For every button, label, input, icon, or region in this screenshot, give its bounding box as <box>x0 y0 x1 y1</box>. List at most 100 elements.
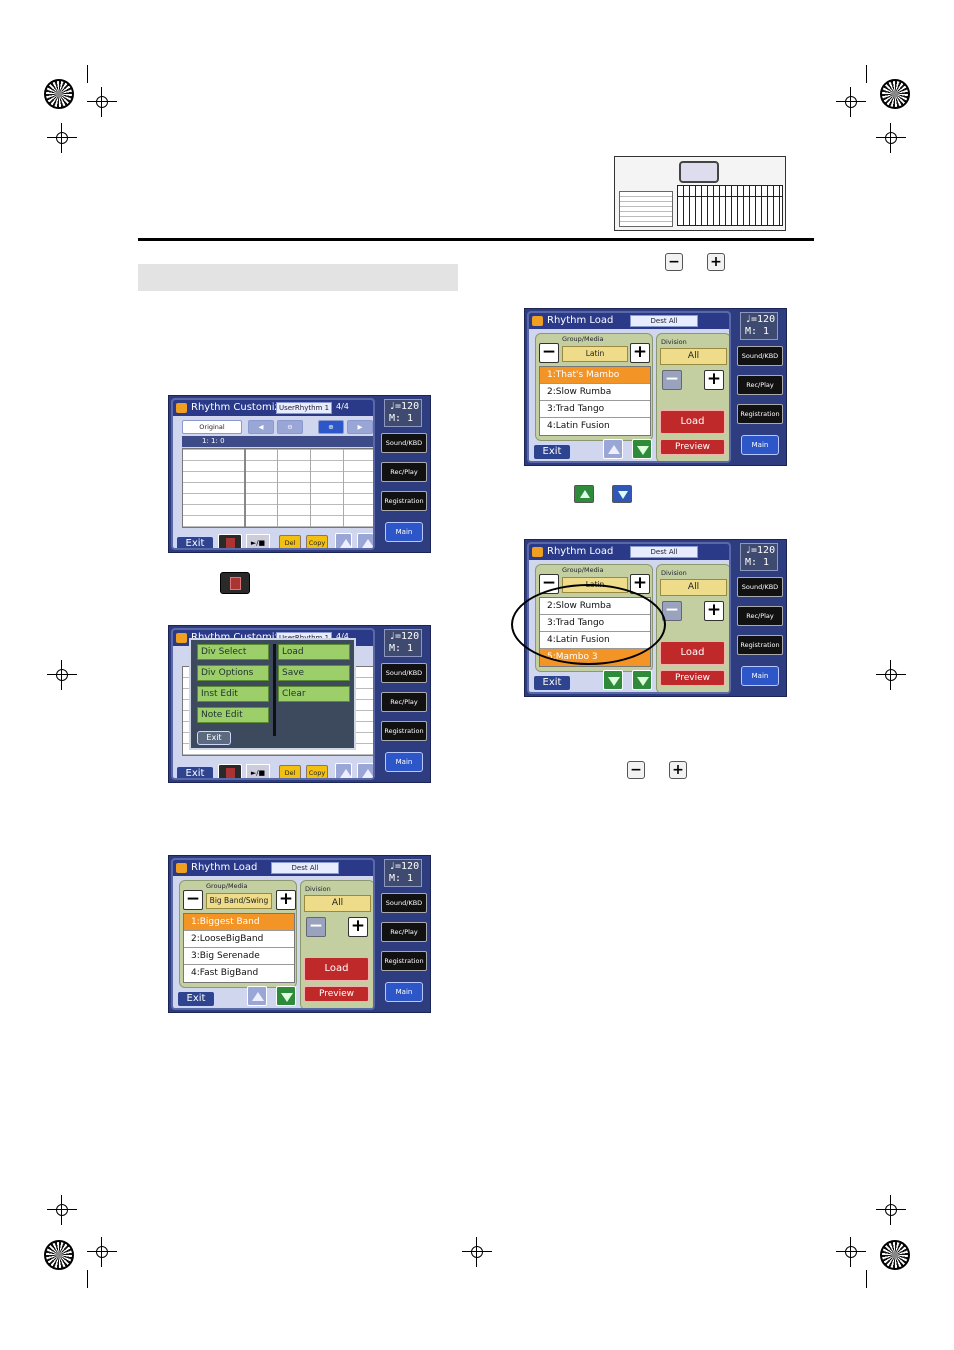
scroll-down-button[interactable] <box>632 439 652 459</box>
scroll-up-button[interactable] <box>335 533 352 548</box>
zoom-in-button[interactable]: ⊕ <box>318 420 344 434</box>
division-minus-button[interactable]: − <box>662 370 682 390</box>
list-item[interactable]: 2:LooseBigBand <box>184 931 294 948</box>
scroll-down-button[interactable] <box>276 986 296 1006</box>
screen-rhythm-customize: Rhythm Customize UserRhythm 1 4/4 Origin… <box>168 395 431 553</box>
group-plus-button[interactable]: + <box>630 343 650 363</box>
list-item[interactable]: 1:Biggest Band <box>184 914 294 931</box>
dest-button[interactable]: Dest All <box>271 862 339 874</box>
main-button[interactable]: Main <box>385 982 423 1002</box>
record-button[interactable] <box>218 534 242 548</box>
rec-play-button[interactable]: Rec/Play <box>381 462 427 482</box>
registration-button[interactable]: Registration <box>381 491 427 511</box>
load-button[interactable]: Load <box>660 641 725 665</box>
menu-div-options[interactable]: Div Options <box>197 665 269 681</box>
main-button[interactable]: Main <box>385 522 423 542</box>
load-button[interactable]: Load <box>660 410 725 434</box>
screen-rhythm-load-bigband: Rhythm Load Dest All Group/Media − Big B… <box>168 855 431 1013</box>
scroll-down-button[interactable] <box>357 533 373 548</box>
sound-kbd-button[interactable]: Sound/KBD <box>737 577 783 597</box>
crop-mark <box>876 660 906 690</box>
control-panel <box>619 191 673 227</box>
menu-div-select[interactable]: Div Select <box>197 644 269 660</box>
main-button[interactable]: Main <box>741 435 779 455</box>
exit-button[interactable]: Exit <box>177 991 215 1007</box>
crop-mark <box>87 1237 117 1267</box>
sound-kbd-button[interactable]: Sound/KBD <box>381 433 427 453</box>
note-grid[interactable] <box>182 448 373 528</box>
rec-play-button[interactable]: Rec/Play <box>737 606 783 626</box>
list-item[interactable]: 2:Slow Rumba <box>540 384 650 401</box>
next-button[interactable]: ▶ <box>347 420 373 434</box>
rec-play-button[interactable]: Rec/Play <box>381 692 427 712</box>
dest-button[interactable]: Dest All <box>630 315 698 327</box>
dest-button[interactable]: Dest All <box>630 546 698 558</box>
menu-inst-edit[interactable]: Inst Edit <box>197 686 269 702</box>
list-item[interactable]: 1:That's Mambo <box>540 367 650 384</box>
scroll-down-button[interactable] <box>632 670 652 690</box>
sound-kbd-button[interactable]: Sound/KBD <box>381 893 427 913</box>
record-button[interactable] <box>218 764 242 778</box>
division-plus-button[interactable]: + <box>348 917 368 937</box>
sound-kbd-button[interactable]: Sound/KBD <box>737 346 783 366</box>
trim-line <box>87 65 88 83</box>
delete-button[interactable]: Del <box>279 765 301 778</box>
crop-mark <box>462 1237 492 1267</box>
exit-button[interactable]: Exit <box>533 444 571 460</box>
menu-save[interactable]: Save <box>278 665 350 681</box>
trim-line <box>87 1270 88 1288</box>
group-plus-button[interactable]: + <box>276 890 296 910</box>
sound-kbd-button[interactable]: Sound/KBD <box>381 663 427 683</box>
division-minus-button[interactable]: − <box>662 601 682 621</box>
group-minus-button[interactable]: − <box>183 890 203 910</box>
rec-play-button[interactable]: Rec/Play <box>737 375 783 395</box>
edit-menu-popup: Div Select Div Options Inst Edit Note Ed… <box>189 638 356 750</box>
division-minus-button[interactable]: − <box>306 917 326 937</box>
customize-button-icon <box>220 572 250 594</box>
play-stop-button[interactable]: ►/■ <box>246 764 270 778</box>
rhythm-icon <box>176 633 187 643</box>
delete-button[interactable]: Del <box>279 535 301 548</box>
main-button[interactable]: Main <box>385 752 423 772</box>
registration-button[interactable]: Registration <box>381 951 427 971</box>
crop-mark <box>47 660 77 690</box>
list-item[interactable]: 4:Fast BigBand <box>191 968 259 978</box>
load-button[interactable]: Load <box>304 957 369 981</box>
scroll-up-button[interactable] <box>603 439 623 459</box>
division-value: All <box>660 579 727 596</box>
crop-mark <box>47 1195 77 1225</box>
menu-note-edit[interactable]: Note Edit <box>197 707 269 723</box>
division-plus-button[interactable]: + <box>704 370 724 390</box>
original-button[interactable]: Original <box>182 420 242 434</box>
highlight-circle <box>511 584 666 665</box>
scroll-up-button[interactable] <box>247 986 267 1006</box>
exit-button[interactable]: Exit <box>176 536 214 548</box>
scroll-down-button[interactable] <box>357 763 373 778</box>
registration-target-top-left <box>44 79 74 109</box>
copy-button[interactable]: Copy <box>306 765 328 778</box>
zoom-out-button[interactable]: ⊖ <box>277 420 303 434</box>
registration-button[interactable]: Registration <box>737 404 783 424</box>
menu-load[interactable]: Load <box>278 644 350 660</box>
scroll-up-button[interactable] <box>603 670 623 690</box>
scroll-up-button[interactable] <box>335 763 352 778</box>
exit-button[interactable]: Exit <box>533 675 571 691</box>
rec-play-button[interactable]: Rec/Play <box>381 922 427 942</box>
registration-button[interactable]: Registration <box>737 635 783 655</box>
copy-button[interactable]: Copy <box>306 535 328 548</box>
menu-clear[interactable]: Clear <box>278 686 350 702</box>
group-minus-button[interactable]: − <box>539 343 559 363</box>
prev-button[interactable]: ◀ <box>248 420 274 434</box>
list-item[interactable]: 3:Big Serenade <box>184 948 294 965</box>
division-plus-button[interactable]: + <box>704 601 724 621</box>
list-item[interactable]: 4:Latin Fusion <box>547 421 610 431</box>
registration-button[interactable]: Registration <box>381 721 427 741</box>
main-button[interactable]: Main <box>741 666 779 686</box>
play-stop-button[interactable]: ►/■ <box>246 534 270 548</box>
list-item[interactable]: 3:Trad Tango <box>540 401 650 418</box>
preview-button[interactable]: Preview <box>660 670 725 686</box>
exit-button[interactable]: Exit <box>176 766 214 778</box>
preview-button[interactable]: Preview <box>660 439 725 455</box>
preview-button[interactable]: Preview <box>304 986 369 1002</box>
menu-exit-button[interactable]: Exit <box>197 731 231 745</box>
